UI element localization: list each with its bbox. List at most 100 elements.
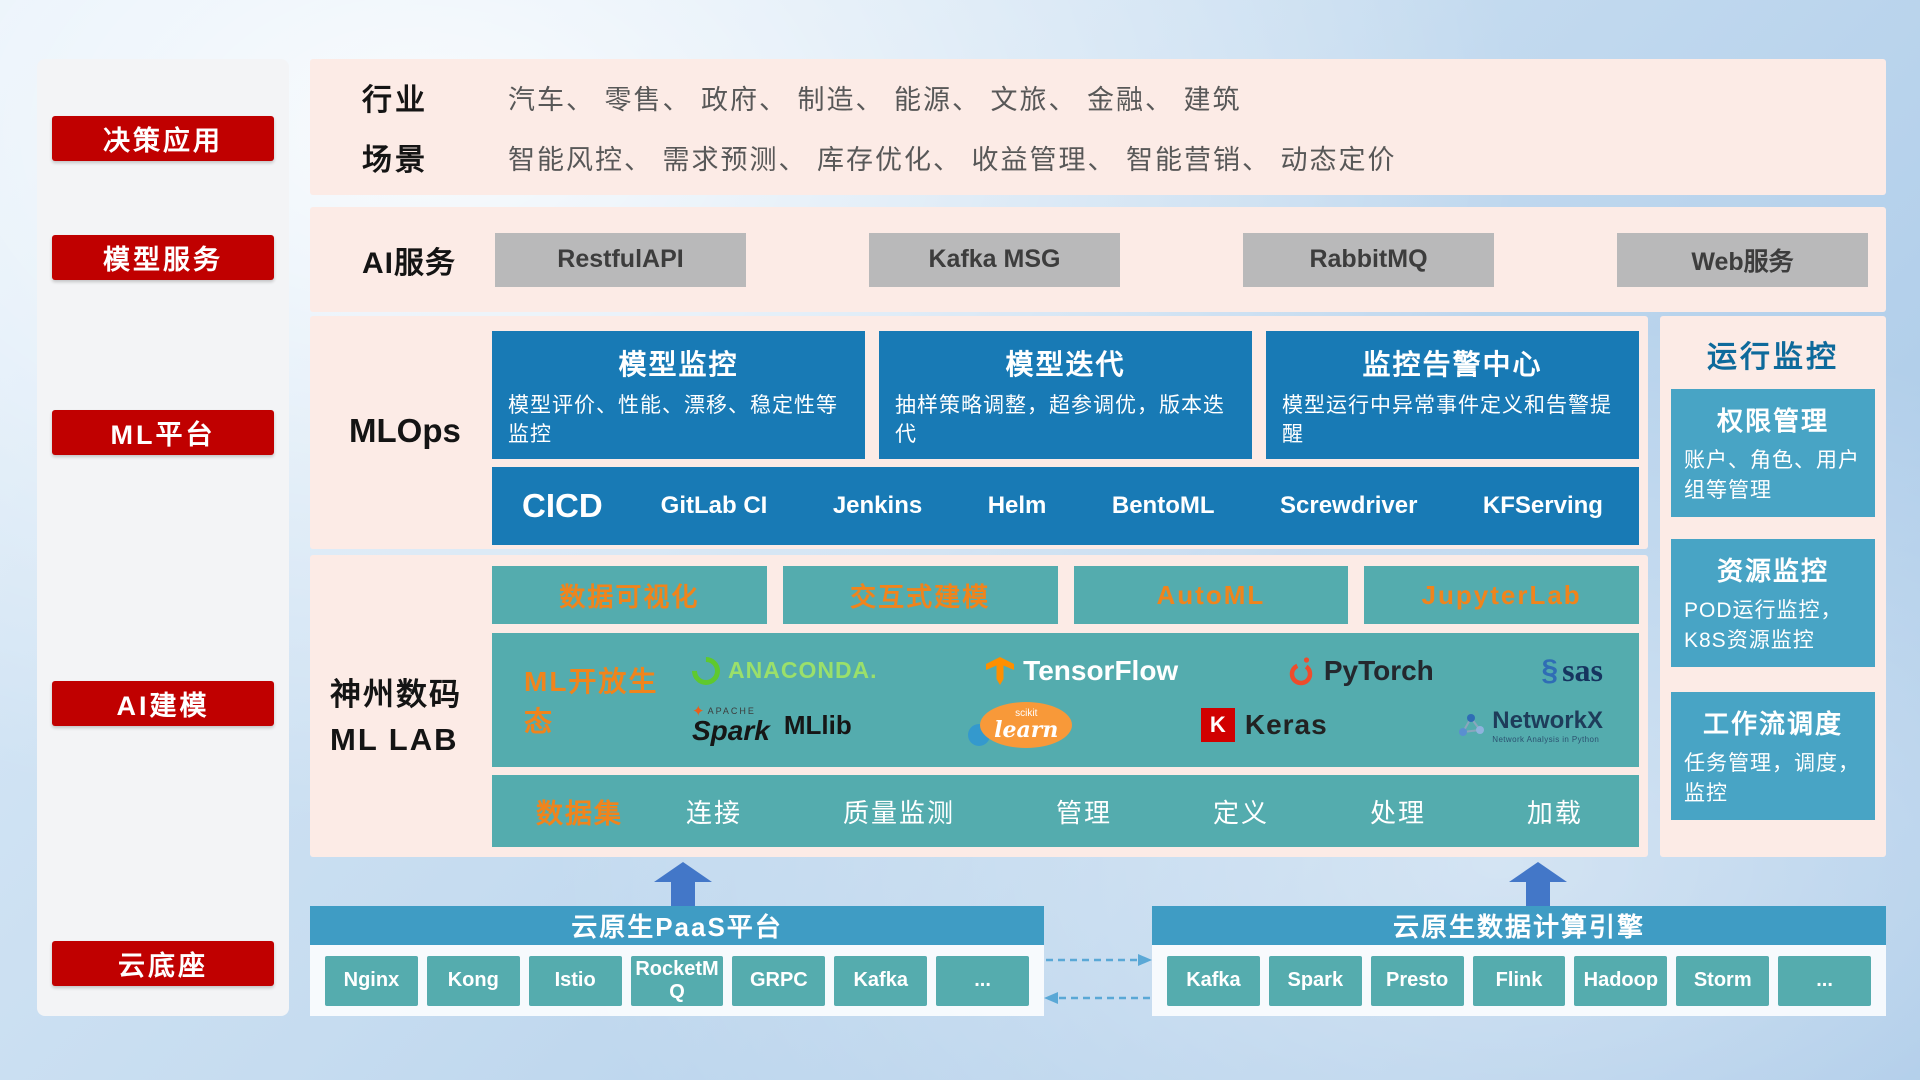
paas-header: 云原生PaaS平台: [310, 906, 1044, 945]
card-desc: 模型评价、性能、漂移、稳定性等监控: [508, 394, 838, 447]
tensorflow-icon: [986, 656, 1015, 685]
paas-item-istio: Istio: [528, 955, 622, 1006]
layer-cloud-base: 云底座: [52, 941, 274, 986]
paas-item-rocketmq: RocketMQ: [630, 955, 724, 1006]
cicd-item-bentoml: BentoML: [1111, 492, 1215, 519]
runtime-monitoring-panel: 运行监控 权限管理 账户、角色、用户组等管理 资源监控 POD运行监控，K8S资…: [1660, 316, 1886, 857]
networkx-icon: [1459, 714, 1485, 736]
cicd-label: CICD: [522, 487, 603, 524]
cicd-item-kfserving: KFServing: [1482, 492, 1603, 519]
cicd-item-jenkins: Jenkins: [832, 492, 923, 519]
card-title: 工作流调度: [1702, 709, 1843, 739]
scikit-learn-logo: scikit learn: [968, 702, 1073, 748]
card-desc: 抽样策略调整，超参调优，版本迭代: [895, 394, 1225, 447]
dataset-bar: 数据集 连接 质量监测 管理 定义 处理 加载: [492, 775, 1639, 847]
pytorch-logo: PyTorch: [1286, 655, 1434, 687]
card-title: 权限管理: [1716, 406, 1829, 436]
spark-wordmark-block: ✦ APACHE Spark: [692, 704, 770, 747]
mllab-panel: 神州数码 ML LAB 数据可视化 交互式建模 AutoML JupyterLa…: [310, 555, 1648, 857]
ecosystem-row-2: ✦ APACHE Spark MLlib scikit learn: [692, 702, 1603, 748]
service-restful-api: RestfulAPI: [495, 232, 746, 287]
card-title: 资源监控: [1716, 556, 1829, 586]
workflow-scheduling-card: 工作流调度 任务管理，调度，监控: [1671, 692, 1875, 820]
keras-tile-icon: K: [1200, 708, 1235, 742]
mllab-label-line1: 神州数码: [330, 677, 462, 712]
spark-apache-text: APACHE: [707, 706, 756, 716]
tool-data-visualization: 数据可视化: [492, 566, 767, 624]
card-desc: 任务管理，调度，监控: [1684, 752, 1860, 806]
spark-wordmark: Spark: [692, 714, 770, 746]
sas-icon: §: [1541, 653, 1559, 687]
scikit-learn-wordmark: learn: [994, 717, 1059, 743]
ml-ecosystem-box: ML开放生态 ANACONDA. TensorFlow: [492, 633, 1639, 767]
ecosystem-row-1: ANACONDA. TensorFlow PyTorch: [686, 650, 1603, 691]
engine-item-flink: Flink: [1472, 955, 1566, 1006]
pytorch-wordmark: PyTorch: [1323, 654, 1434, 686]
ai-service-label: AI服务: [362, 246, 456, 280]
paas-item-kong: Kong: [426, 955, 520, 1006]
card-desc: POD运行监控，K8S资源监控: [1684, 599, 1843, 653]
scene-line: 场景 智能风控、 需求预测、 库存优化、 收益管理、 智能营销、 动态定价: [362, 135, 1886, 179]
mlops-label: MLOps: [349, 412, 461, 449]
scikit-small-text: scikit: [1015, 708, 1038, 719]
anaconda-icon: [686, 650, 726, 691]
paas-item-nginx: Nginx: [325, 955, 418, 1006]
card-desc: 模型运行中异常事件定义和告警提醒: [1282, 394, 1612, 447]
engine-item-kafka: Kafka: [1167, 955, 1260, 1006]
alert-center-card: 监控告警中心 模型运行中异常事件定义和告警提醒: [1266, 331, 1639, 459]
mllab-label: 神州数码 ML LAB: [330, 673, 462, 763]
spark-mllib-logo: ✦ APACHE Spark MLlib: [692, 704, 852, 747]
mllib-wordmark: MLlib: [783, 709, 852, 740]
ml-ecosystem-logos: ANACONDA. TensorFlow PyTorch: [682, 633, 1639, 767]
card-title: 模型迭代: [1005, 349, 1126, 380]
dataset-item-process: 处理: [1369, 797, 1426, 828]
scene-values: 智能风控、 需求预测、 库存优化、 收益管理、 智能营销、 动态定价: [508, 144, 1397, 175]
spark-star-icon: ✦: [692, 702, 705, 720]
model-iteration-card: 模型迭代 抽样策略调整，超参调优，版本迭代: [879, 331, 1252, 459]
engine-components: Kafka Spark Presto Flink Hadoop Storm ..…: [1152, 945, 1886, 1016]
paas-item-kafka: Kafka: [834, 955, 928, 1006]
ai-service-panel: AI服务 RestfulAPI Kafka MSG RabbitMQ Web服务: [310, 207, 1886, 312]
engine-item-storm: Storm: [1676, 955, 1770, 1006]
industry-scene-panel: 行业 汽车、 零售、 政府、 制造、 能源、 文旅、 金融、 建筑 场景 智能风…: [310, 59, 1886, 195]
engine-item-presto: Presto: [1370, 955, 1464, 1006]
dashed-arrow-icons: [1044, 954, 1152, 1004]
layer-decision-application: 决策应用: [52, 116, 274, 161]
spark-top-line: ✦ APACHE: [692, 704, 770, 719]
tensorflow-wordmark: TensorFlow: [1023, 654, 1179, 686]
up-arrow-icon: [1509, 862, 1567, 906]
networkx-logo: NetworkX Network Analysis in Python: [1456, 707, 1603, 744]
mlops-cards: 模型监控 模型评价、性能、漂移、稳定性等监控 模型迭代 抽样策略调整，超参调优，…: [492, 331, 1639, 459]
scene-label: 场景: [362, 144, 428, 177]
dataset-items: 连接 质量监测 管理 定义 处理 加载: [686, 793, 1595, 830]
anaconda-wordmark: ANACONDA.: [728, 657, 878, 683]
layer-ml-platform: ML平台: [52, 410, 274, 455]
engine-item-spark: Spark: [1268, 955, 1362, 1006]
sas-wordmark: sas: [1562, 652, 1603, 688]
paas-components: Nginx Kong Istio RocketMQ GRPC Kafka ...: [310, 945, 1044, 1016]
layer-ai-modeling: AI建模: [52, 681, 274, 726]
card-desc: 账户、角色、用户组等管理: [1684, 449, 1860, 503]
sas-logo: § sas: [1541, 652, 1603, 689]
mllab-tools-row: 数据可视化 交互式建模 AutoML JupyterLab: [492, 566, 1639, 624]
sidebar: 决策应用 模型服务 ML平台 AI建模 云底座: [37, 59, 289, 1016]
mlops-panel: MLOps 模型监控 模型评价、性能、漂移、稳定性等监控 模型迭代 抽样策略调整…: [310, 316, 1648, 549]
networkx-subtitle: Network Analysis in Python: [1492, 734, 1600, 744]
ml-ecosystem-label: ML开放生态: [524, 666, 659, 737]
tool-jupyterlab: JupyterLab: [1364, 566, 1639, 624]
service-kafka-msg: Kafka MSG: [869, 232, 1120, 287]
dataset-item-load: 加载: [1526, 797, 1583, 828]
mllab-label-line2: ML LAB: [330, 721, 459, 757]
industry-label: 行业: [362, 84, 428, 117]
dataset-label: 数据集: [536, 798, 623, 829]
cicd-item-helm: Helm: [987, 492, 1047, 519]
networkx-text-block: NetworkX Network Analysis in Python: [1492, 707, 1603, 744]
cicd-item-gitlab-ci: GitLab CI: [660, 492, 768, 519]
cicd-items: GitLab CI Jenkins Helm BentoML Screwdriv…: [661, 492, 1603, 520]
tensorflow-logo: TensorFlow: [985, 655, 1178, 687]
dataset-item-define: 定义: [1212, 797, 1269, 828]
keras-wordmark: Keras: [1244, 709, 1328, 740]
service-web: Web服务: [1617, 232, 1868, 287]
industry-line: 行业 汽车、 零售、 政府、 制造、 能源、 文旅、 金融、 建筑: [362, 75, 1886, 119]
